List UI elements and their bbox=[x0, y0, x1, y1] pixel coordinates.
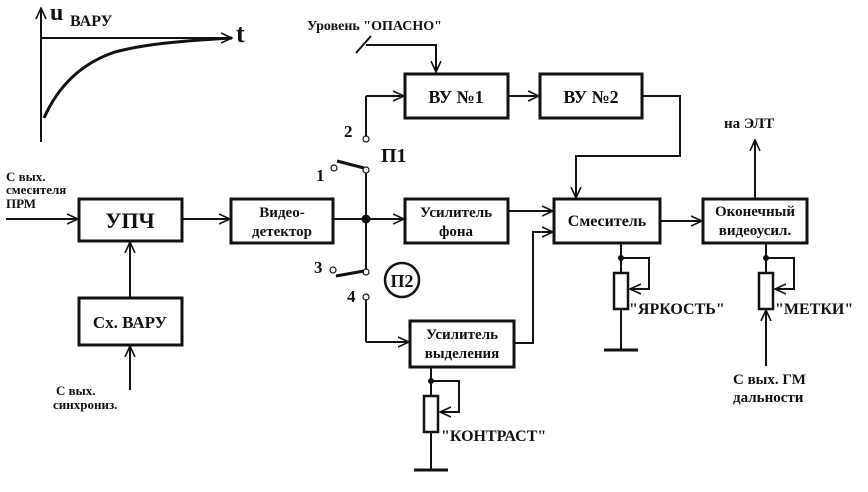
graph-x-label: t bbox=[236, 19, 245, 48]
to-crt-label: на ЭЛТ bbox=[724, 116, 774, 132]
sel-amp-block bbox=[408, 319, 516, 369]
switch-p1-label: П1 bbox=[381, 145, 407, 167]
final-amp-label-line1: Оконечный bbox=[715, 204, 795, 220]
brightness-potentiometer: "ЯРКОСТЬ" bbox=[604, 243, 725, 352]
contrast-label: "КОНТРАСТ" bbox=[441, 428, 546, 445]
sel-amp-to-mixer-arrow bbox=[514, 232, 553, 344]
detector-label-line2: детектор bbox=[252, 224, 312, 240]
graph-y-label-sub: ВАРУ bbox=[70, 13, 113, 30]
vu2-label: ВУ №2 bbox=[563, 87, 618, 107]
brightness-label: "ЯРКОСТЬ" bbox=[629, 301, 725, 318]
p1-contact-1 bbox=[330, 164, 338, 172]
sel-amp-label-line1: Усилитель bbox=[426, 327, 498, 343]
p1-blade bbox=[336, 159, 365, 170]
gm-input-line1: С вых. ГМ bbox=[733, 372, 806, 388]
switch-p1: 2 1 П1 bbox=[316, 96, 407, 185]
contact-2-label: 2 bbox=[344, 122, 353, 141]
varu-graph: u ВАРУ t bbox=[41, 0, 245, 142]
mixer-input-line1: С вых. bbox=[6, 169, 46, 184]
switch-p2-label: П2 bbox=[390, 271, 413, 291]
p1-contact-pivot bbox=[362, 166, 370, 174]
bg-amp-block bbox=[403, 197, 510, 245]
detector-block bbox=[229, 197, 335, 245]
contrast-resistor bbox=[422, 394, 440, 434]
danger-level-tick bbox=[355, 35, 372, 54]
p2-contact-4 bbox=[362, 293, 370, 301]
contact-1-label: 1 bbox=[316, 166, 325, 185]
switch-p2: 3 4 П2 bbox=[314, 258, 421, 342]
graph-y-label: u bbox=[50, 0, 63, 26]
final-amp-block bbox=[701, 197, 809, 245]
mixer-input-line3: ПРМ bbox=[6, 196, 36, 211]
brightness-wiper bbox=[621, 257, 650, 289]
bg-amp-label-line2: фона bbox=[439, 224, 474, 240]
p2-blade bbox=[335, 269, 365, 278]
bg-amp-label-line1: Усилитель bbox=[420, 205, 492, 221]
danger-level-label: Уровень "ОПАСНО" bbox=[307, 19, 442, 34]
contact-4-label: 4 bbox=[347, 287, 356, 306]
sel-amp-label-line2: выделения bbox=[425, 346, 500, 362]
varu-label: Сх. ВАРУ bbox=[93, 313, 168, 332]
gm-input-line2: дальности bbox=[733, 390, 804, 406]
upch-block bbox=[77, 197, 184, 243]
vu1-label: ВУ №1 bbox=[428, 87, 483, 107]
contact-3-label: 3 bbox=[314, 258, 323, 277]
mixer-input-line2: смесителя bbox=[6, 182, 66, 197]
sync-input-line2: синхрониз. bbox=[53, 397, 117, 412]
final-amp-label-line2: видеоусил. bbox=[719, 223, 792, 239]
sync-input-line1: С вых. bbox=[56, 383, 96, 398]
marks-label: "МЕТКИ" bbox=[775, 301, 853, 318]
detector-label-line1: Видео- bbox=[259, 205, 304, 221]
p2-circle bbox=[383, 261, 421, 299]
mixer-label: Смеситель bbox=[568, 213, 647, 230]
upch-label: УПЧ bbox=[105, 208, 154, 233]
p2-contact-3 bbox=[329, 266, 337, 274]
marks-wiper bbox=[766, 257, 795, 289]
marks-resistor bbox=[757, 271, 775, 311]
contrast-potentiometer: "КОНТРАСТ" bbox=[414, 367, 546, 472]
danger-level-line bbox=[366, 44, 436, 72]
contrast-wiper bbox=[431, 380, 460, 412]
vu2-to-mixer-arrow bbox=[576, 95, 681, 198]
marks-potentiometer: "МЕТКИ" bbox=[757, 243, 853, 366]
brightness-resistor bbox=[612, 271, 630, 311]
graph-curve bbox=[42, 36, 233, 119]
p1-contact-2 bbox=[362, 135, 370, 143]
